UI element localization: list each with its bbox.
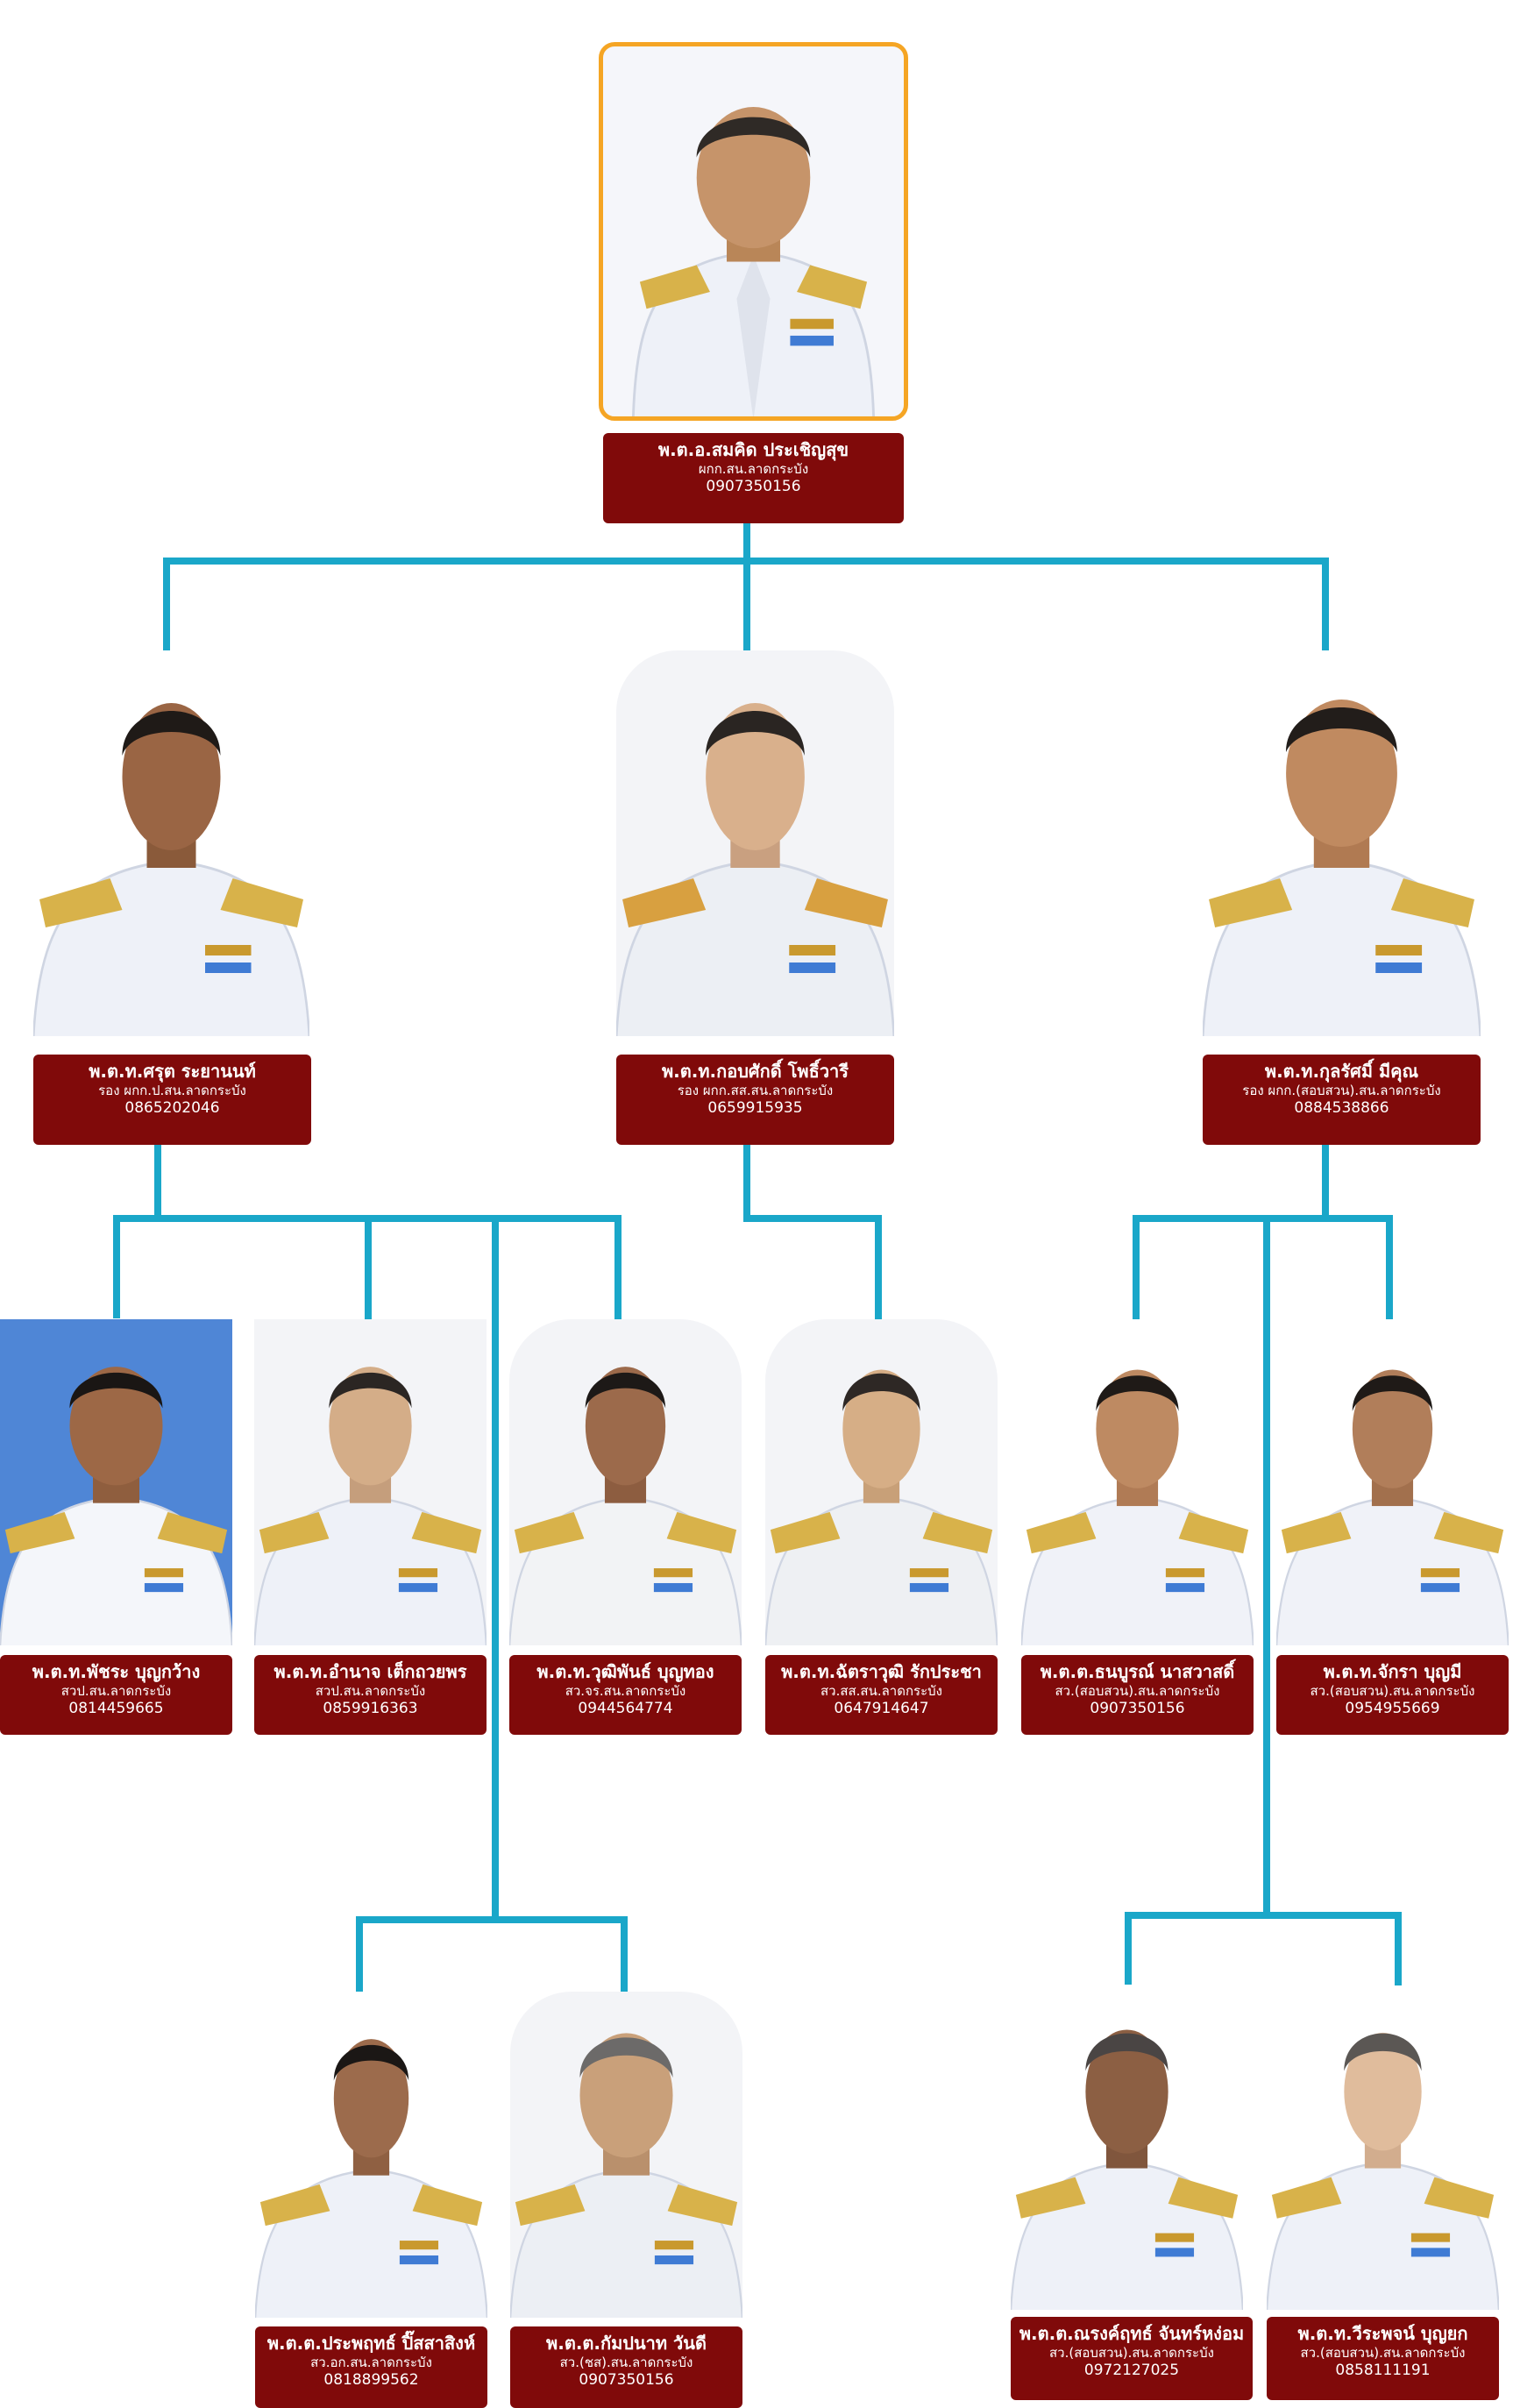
person-name: พ.ต.ท.อำนาจ เต็กถวยพร [273,1661,467,1682]
person-name: พ.ต.ท.จักรา บุญมี [1323,1661,1462,1682]
person-phone: 0907350156 [706,478,801,495]
person-phone: 0859916363 [323,1700,418,1717]
portrait-icon [254,1367,487,1645]
portrait-icon [1021,1369,1254,1645]
portrait-icon [255,2039,487,2318]
person-position: สว.(สอบสวน).สน.ลาดกระบัง [1310,1683,1475,1699]
portrait-icon [632,107,875,416]
portrait-icon [510,2033,742,2318]
person-card: พ.ต.ท.จักรา บุญมี สว.(สอบสวน).สน.ลาดกระบ… [1276,1655,1509,1735]
person-name: พ.ต.ท.วุฒิพันธ์ บุญทอง [536,1661,714,1682]
person-phone: 0858111191 [1335,2362,1431,2379]
person-phone: 0865202046 [124,1099,220,1117]
person-name: พ.ต.ท.กอบศักดิ์ โพธิ์วารี [661,1061,849,1082]
portrait-photo [1011,1985,1243,2310]
person-position: รอง ผกก.ป.สน.ลาดกระบัง [98,1083,246,1098]
portrait-photo [510,1992,742,2318]
person-name: พ.ต.ท.ฉัตราวุฒิ รักประชา [781,1661,982,1682]
person-position: รอง ผกก.สส.สน.ลาดกระบัง [677,1083,834,1098]
person-phone: 0659915935 [707,1099,803,1117]
portrait-photo [255,1992,487,2318]
person-card: พ.ต.ท.กุลรัศมิ์ มีคุณ รอง ผกก.(สอบสวน).ส… [1203,1055,1481,1145]
person-card: พ.ต.อ.สมคิด ประเชิญสุข ผกก.สน.ลาดกระบัง … [603,433,904,523]
portrait-icon [33,703,309,1036]
person-card: พ.ต.ท.อำนาจ เต็กถวยพร สวป.สน.ลาดกระบัง 0… [254,1655,487,1735]
portrait-icon [0,1367,232,1645]
person-name: พ.ต.ต.ธนบูรณ์ นาสวาสดิ์ [1040,1661,1235,1682]
person-name: พ.ต.ท.พัชระ บุญกว้าง [32,1661,201,1682]
person-position: รอง ผกก.(สอบสวน).สน.ลาดกระบัง [1242,1083,1441,1098]
person-position: สว.สส.สน.ลาดกระบัง [820,1683,942,1699]
portrait-icon [509,1367,742,1645]
portrait-photo [1267,1985,1499,2310]
person-phone: 0818899562 [323,2371,419,2389]
person-phone: 0907350156 [579,2371,674,2389]
person-phone: 0884538866 [1294,1099,1389,1117]
portrait-icon [1276,1369,1509,1645]
person-card: พ.ต.ต.กัมปนาท วันดี สว.(ชส).สน.ลาดกระบัง… [510,2326,742,2408]
portrait-photo [0,1319,232,1645]
portrait-photo [509,1319,742,1645]
person-card: พ.ต.ต.ประพฤทธ์ ปิ๊สสาสิงห์ สว.อก.สน.ลาดก… [255,2326,487,2408]
portrait-photo [765,1319,998,1645]
portrait-photo [599,42,908,421]
person-card: พ.ต.ท.วีระพจน์ บุญยก สว.(สอบสวน).สน.ลาดก… [1267,2317,1499,2400]
portrait-icon [765,1369,998,1645]
portrait-icon [616,703,894,1036]
person-card: พ.ต.ท.ศรุต ระยานนท์ รอง ผกก.ป.สน.ลาดกระบ… [33,1055,311,1145]
person-name: พ.ต.ต.กัมปนาท วันดี [546,2333,707,2354]
person-phone: 0814459665 [68,1700,164,1717]
person-name: พ.ต.ต.ประพฤทธ์ ปิ๊สสาสิงห์ [266,2333,476,2354]
person-card: พ.ต.ต.ณรงค์ฤทธ์ จันทร์หง่อม สว.(สอบสวน).… [1011,2317,1253,2400]
person-card: พ.ต.ต.ธนบูรณ์ นาสวาสดิ์ สว.(สอบสวน).สน.ล… [1021,1655,1254,1735]
person-position: สว.อก.สน.ลาดกระบัง [310,2355,432,2370]
person-phone: 0907350156 [1090,1700,1185,1717]
person-phone: 0647914647 [834,1700,929,1717]
person-phone: 0944564774 [578,1700,673,1717]
portrait-photo [33,650,309,1036]
person-position: สวป.สน.ลาดกระบัง [60,1683,172,1699]
person-card: พ.ต.ท.พัชระ บุญกว้าง สวป.สน.ลาดกระบัง 08… [0,1655,232,1735]
portrait-photo [1203,650,1481,1036]
person-phone: 0954955669 [1345,1700,1440,1717]
person-position: ผกก.สน.ลาดกระบัง [698,461,809,477]
person-name: พ.ต.ท.ศรุต ระยานนท์ [89,1061,256,1082]
person-card: พ.ต.ท.ฉัตราวุฒิ รักประชา สว.สส.สน.ลาดกระ… [765,1655,998,1735]
portrait-icon [1267,2032,1499,2310]
person-card: พ.ต.ท.กอบศักดิ์ โพธิ์วารี รอง ผกก.สส.สน.… [616,1055,894,1145]
person-position: สว.(สอบสวน).สน.ลาดกระบัง [1300,2345,1466,2361]
person-position: สว.(ชส).สน.ลาดกระบัง [559,2355,693,2370]
portrait-photo [254,1319,487,1645]
person-name: พ.ต.อ.สมคิด ประเชิญสุข [657,439,849,460]
portrait-photo [1021,1319,1254,1645]
portrait-photo [616,650,894,1036]
person-card: พ.ต.ท.วุฒิพันธ์ บุญทอง สว.จร.สน.ลาดกระบั… [509,1655,742,1735]
person-position: สว.จร.สน.ลาดกระบัง [565,1683,686,1699]
person-name: พ.ต.ต.ณรงค์ฤทธ์ จันทร์หง่อม [1019,2323,1245,2344]
person-name: พ.ต.ท.กุลรัศมิ์ มีคุณ [1264,1061,1419,1082]
person-position: สว.(สอบสวน).สน.ลาดกระบัง [1049,2345,1214,2361]
person-phone: 0972127025 [1083,2362,1180,2379]
portrait-icon [1203,700,1481,1036]
person-position: สว.(สอบสวน).สน.ลาดกระบัง [1055,1683,1220,1699]
person-name: พ.ต.ท.วีระพจน์ บุญยก [1297,2323,1468,2344]
portrait-icon [1011,2029,1243,2310]
person-position: สวป.สน.ลาดกระบัง [315,1683,426,1699]
portrait-photo [1276,1319,1509,1645]
